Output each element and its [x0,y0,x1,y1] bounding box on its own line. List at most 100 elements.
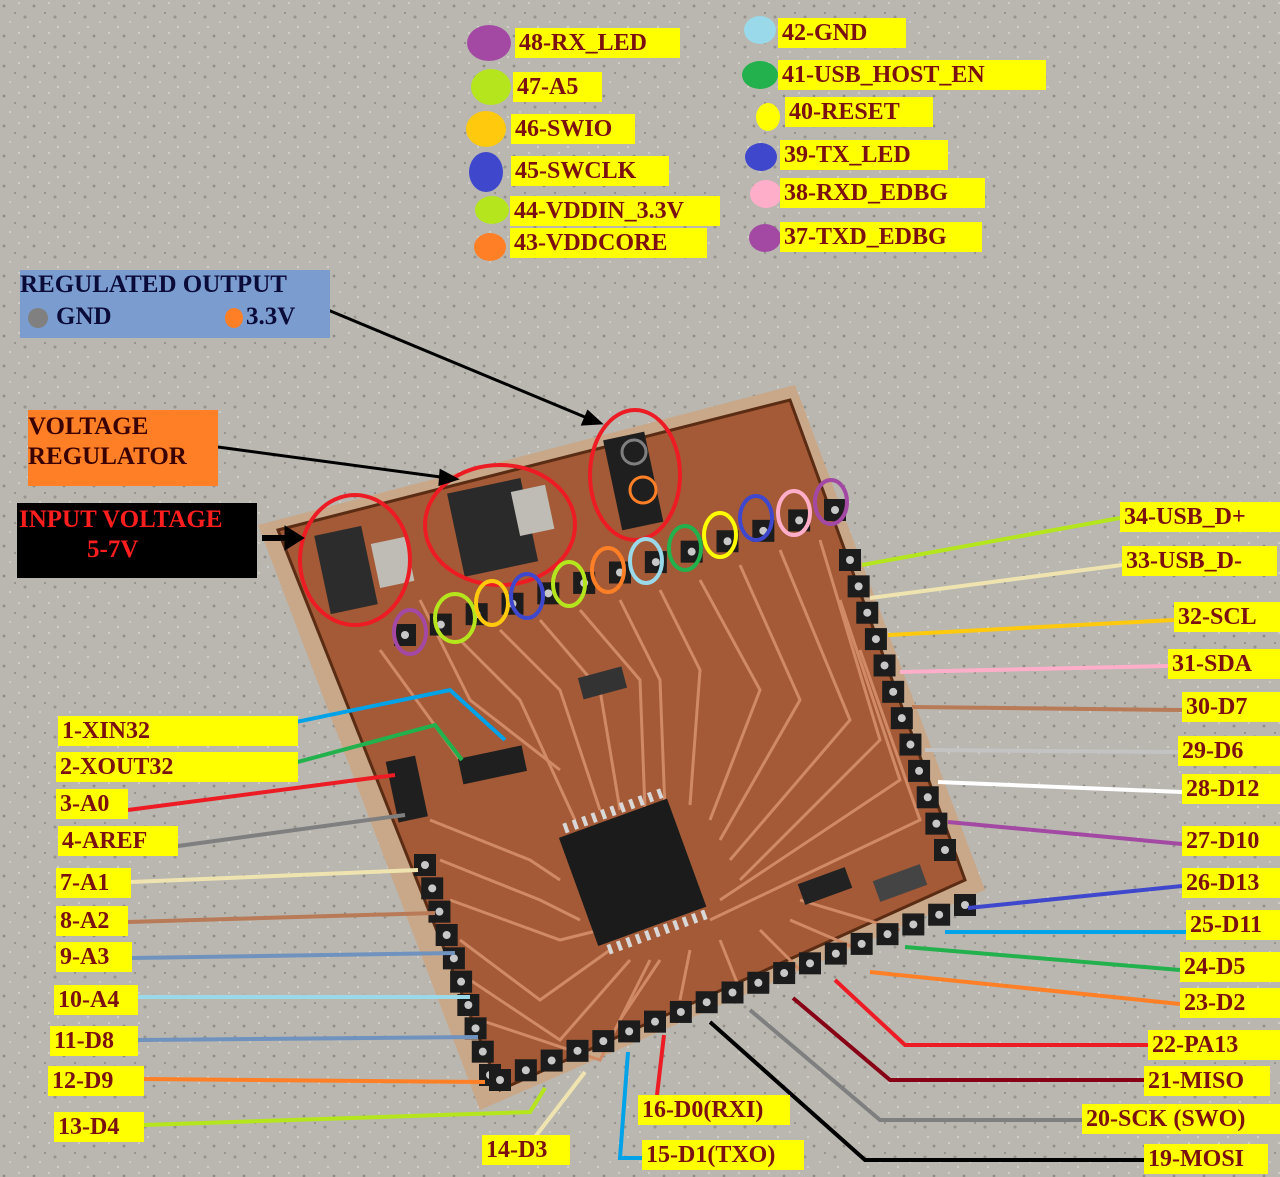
header-pin [471,1024,480,1033]
header-pin [728,988,737,997]
legend-dot-39-TX_LED [745,143,777,171]
3v3-label: 3.3V [246,303,296,330]
leader-16-D0(RXI) [655,1034,666,1096]
chip-pin [615,940,624,952]
chip-pin [700,909,708,921]
input-voltage-box: INPUT VOLTAGE 5-7V [17,503,257,578]
label-pin-33: 33-USB_D- [1122,546,1277,576]
header-pin [780,969,789,978]
marker-45-SWCLK [509,572,545,620]
leader-30-D7 [911,705,1183,712]
chip-pin [634,933,642,945]
header-pin [889,687,898,696]
legend-dot-40-RESET [756,103,780,131]
led-2 [872,864,928,902]
legend-dot-42-GND [744,16,776,44]
legend-dots [466,16,782,261]
marker-46-SWIO [474,579,510,627]
copper-trace [789,918,861,952]
legend-dot-43-VDDCORE [474,233,506,261]
header-pin [599,1037,608,1046]
leader-1-XIN32 [247,687,507,742]
header-pin [880,661,889,670]
leader-33-USB_D- [869,563,1123,600]
chip-pin [646,791,655,803]
copper-trace [678,949,692,1001]
leader-lines [127,516,1186,1162]
header-pin [883,930,892,939]
header-pin [754,978,763,987]
leader-15-D1(TXO) [617,1051,642,1160]
label-pin-19: 19-MOSI [1144,1144,1268,1174]
label-pin-10: 10-A4 [54,985,138,1015]
chip-pin [625,936,633,948]
copper-trace [719,599,902,902]
header-pin [428,884,437,893]
header-pin [854,582,863,591]
header-pin [457,977,466,986]
header-pin [846,556,854,564]
header-pin [857,939,866,948]
header-pin [932,819,941,828]
header-pin [544,589,553,598]
header-pin [831,506,839,514]
label-pin-24: 24-D5 [1180,952,1280,982]
copper-trace [698,579,762,821]
label-pin-42: 42-GND [778,18,906,48]
leader-29-D6 [924,748,1179,754]
legend-dot-44-VDDIN_3.3V [475,196,509,224]
header-pin [871,635,880,644]
chip-pin [606,943,614,955]
microcontroller-chip [558,798,707,946]
header-pin [941,846,949,854]
leader-27-D10 [947,820,1183,846]
copper-trace [738,539,882,882]
chip-pin [590,812,598,824]
chip-pin [691,912,699,924]
label-pin-38: 38-RXD_EDBG [780,178,985,208]
label-pin-26: 26-D13 [1182,868,1280,898]
chip-pin [609,805,617,817]
legend-dot-45-SWCLK [469,152,503,192]
label-pin-27: 27-D10 [1182,826,1280,856]
leader-28-D12 [937,780,1183,794]
aref-header [385,755,428,823]
regulated-output-box: REGULATED OUTPUT GND 3.3V [20,270,330,338]
copper-trace [578,609,647,811]
leader-19-MOSI [708,1020,1144,1162]
chip-pin [662,923,671,935]
label-pin-31: 31-SDA [1168,649,1280,679]
leader-13-D4 [143,1086,547,1127]
label-pin-29: 29-D6 [1178,736,1280,766]
header-pin [961,901,969,909]
header-pin [923,793,932,802]
copper-trace [429,818,561,882]
chip-pin [637,795,645,806]
pcb-board [258,385,985,1110]
header-pin [478,1047,487,1056]
legend-dot-48-RX_LED [467,25,511,61]
label-pin-1: 1-XIN32 [58,716,298,746]
label-pin-44: 44-VDDIN_3.3V [510,196,720,226]
header-pin [687,547,696,556]
label-pin-47: 47-A5 [513,72,602,102]
leader-31-SDA [899,664,1169,674]
header-pin [915,766,924,775]
marker-42-GND [628,537,664,585]
copper-trace [718,564,802,841]
label-pin-37: 37-TXD_EDBG [780,222,982,252]
leader-24-D5 [904,945,1181,972]
header-pin [435,907,444,916]
chip-pin [681,916,689,928]
header-pin [547,1056,556,1065]
leader-23-D2 [869,970,1181,1006]
gnd-label: GND [56,303,112,330]
chip-pins [562,788,708,955]
copper-trace [459,938,611,1002]
label-pin-21: 21-MISO [1144,1066,1270,1096]
header-pin [831,949,840,958]
legend-dot-41-USB_HOST_EN [742,61,778,89]
label-pin-46: 46-SWIO [511,114,635,144]
chip-pin [618,802,626,813]
label-pin-12: 12-D9 [48,1066,144,1096]
